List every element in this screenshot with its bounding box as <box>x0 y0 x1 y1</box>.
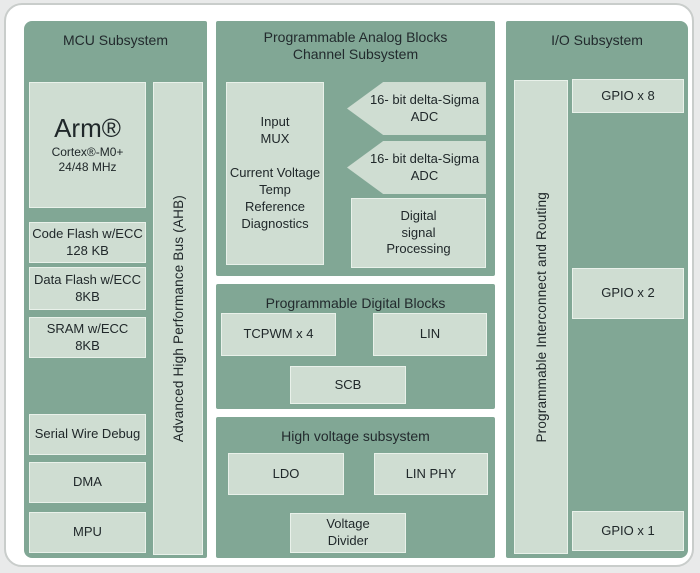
diagram-card: MCU Subsystem Arm® Cortex®-M0+ 24/48 MHz… <box>4 3 694 567</box>
cpu-details: Cortex®-M0+ 24/48 MHz <box>51 144 124 175</box>
panel-io-subsystem: I/O Subsystem Programmable Interconnect … <box>506 21 688 558</box>
block-gpio-2: GPIO x 2 <box>572 268 684 319</box>
block-serial-wire-debug: Serial Wire Debug <box>29 414 146 455</box>
block-voltage-divider: Voltage Divider <box>290 513 406 553</box>
block-input-mux: Input MUX Current Voltage Temp Reference… <box>226 82 324 265</box>
panel-analog-channel-subsystem: Programmable Analog Blocks Channel Subsy… <box>216 21 495 276</box>
block-tcpwm: TCPWM x 4 <box>221 313 336 356</box>
bus-ahb-label: Advanced High Performance Bus (AHB) <box>170 194 186 443</box>
panel-mcu-subsystem: MCU Subsystem Arm® Cortex®-M0+ 24/48 MHz… <box>24 21 207 558</box>
block-data-flash: Data Flash w/ECC 8KB <box>29 267 146 310</box>
block-digital-signal-processing: Digital signal Processing <box>351 198 486 268</box>
block-arm-cpu: Arm® Cortex®-M0+ 24/48 MHz <box>29 82 146 208</box>
bus-interconnect-routing-label: Programmable Interconnect and Routing <box>533 191 549 443</box>
block-adc-2: 16- bit delta-Sigma ADC <box>347 141 486 194</box>
block-gpio-8: GPIO x 8 <box>572 79 684 113</box>
block-sram: SRAM w/ECC 8KB <box>29 317 146 358</box>
block-scb: SCB <box>290 366 406 404</box>
panel-high-voltage-subsystem: High voltage subsystem LDO LIN PHY Volta… <box>216 417 495 558</box>
block-dma: DMA <box>29 462 146 503</box>
panel-digital-blocks: Programmable Digital Blocks TCPWM x 4 LI… <box>216 284 495 409</box>
block-lin-phy: LIN PHY <box>374 453 488 495</box>
cpu-name: Arm® <box>54 113 121 144</box>
analog-subsystem-title: Programmable Analog Blocks Channel Subsy… <box>263 29 448 62</box>
digital-blocks-title: Programmable Digital Blocks <box>265 295 446 311</box>
high-voltage-title: High voltage subsystem <box>281 428 430 444</box>
bus-ahb: Advanced High Performance Bus (AHB) <box>153 82 203 555</box>
mcu-subsystem-title: MCU Subsystem <box>62 32 169 48</box>
block-lin: LIN <box>373 313 487 356</box>
block-ldo: LDO <box>228 453 344 495</box>
block-gpio-1: GPIO x 1 <box>572 511 684 551</box>
block-code-flash: Code Flash w/ECC 128 KB <box>29 222 146 263</box>
io-subsystem-title: I/O Subsystem <box>551 32 643 48</box>
bus-interconnect-routing: Programmable Interconnect and Routing <box>514 80 568 554</box>
block-adc-1: 16- bit delta-Sigma ADC <box>347 82 486 135</box>
block-mpu: MPU <box>29 512 146 553</box>
